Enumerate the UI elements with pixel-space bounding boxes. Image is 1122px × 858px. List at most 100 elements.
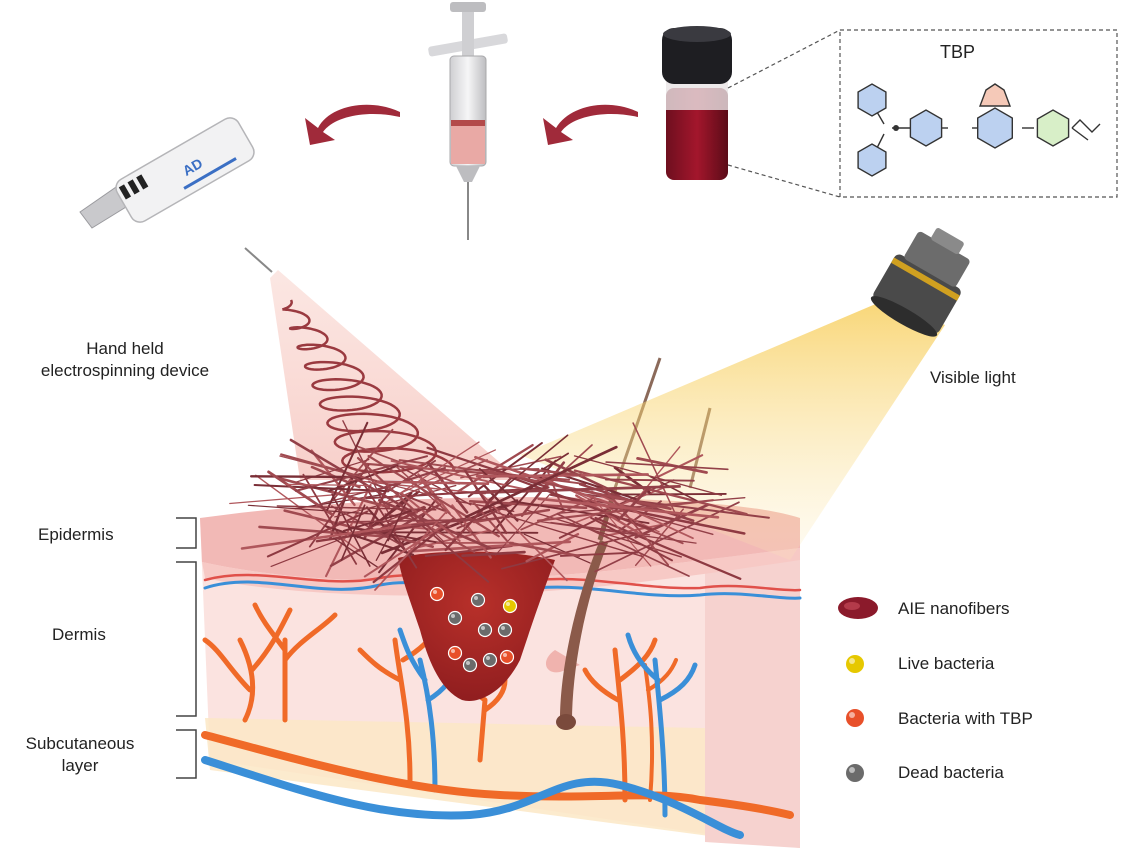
nanofiber-strand — [376, 480, 490, 486]
dermis-label: Dermis — [52, 625, 106, 644]
nanofiber-strand — [492, 459, 557, 533]
fiber-jet-spiral — [282, 299, 456, 474]
nanofiber-strand — [325, 525, 415, 556]
tbp-bacteria-dot — [429, 586, 445, 602]
nanofiber-strand — [528, 452, 570, 479]
nanofiber-strand — [590, 516, 673, 562]
aie-swatch-highlight — [844, 602, 860, 610]
nanofiber-strand — [365, 487, 549, 500]
tbp-structure-box — [727, 29, 1118, 198]
nanofiber-strand — [475, 473, 649, 478]
nanofiber-strand — [523, 533, 591, 564]
nanofiber-strand — [519, 467, 582, 477]
nanofiber-strand — [398, 465, 472, 506]
nanofiber-strand — [372, 517, 455, 584]
nanofiber-strand — [363, 525, 443, 578]
nanofiber-strand — [549, 493, 746, 535]
nanofiber-strand — [340, 504, 366, 561]
dead-bacteria-dot — [482, 652, 498, 668]
tbp-bacteria-swatch — [846, 709, 864, 727]
nanofiber-strand — [525, 532, 580, 563]
nanofiber-strand — [461, 550, 526, 558]
dead-bacteria-dot — [477, 622, 493, 638]
nanofiber-strand — [467, 442, 543, 498]
nanofiber-strand — [400, 492, 461, 542]
phenyl-ring — [857, 143, 887, 177]
dead-bacteria-swatch — [846, 764, 864, 782]
nanofiber-strand — [632, 422, 676, 514]
bacteria-highlight — [433, 590, 437, 594]
arrow-icon — [305, 104, 400, 145]
process-arrows — [305, 104, 638, 145]
dead-bacteria-dot — [462, 657, 478, 673]
bacteria-highlight — [474, 596, 478, 600]
bacteria-highlight — [451, 649, 455, 653]
epidermis-label: Epidermis — [38, 525, 114, 544]
nanofiber-strand — [229, 490, 377, 505]
nanofiber-strand — [495, 493, 551, 556]
vial-icon — [662, 26, 732, 180]
bacteria-highlight — [503, 653, 507, 657]
nanofiber-strand — [332, 537, 378, 568]
swatch-highlight — [849, 658, 855, 664]
swatch-highlight — [849, 712, 855, 718]
nanofiber-strand — [617, 486, 651, 521]
nanofiber-strand — [279, 455, 443, 499]
nanofiber-strand — [451, 504, 492, 559]
legend-dead-label: Dead bacteria — [898, 763, 1004, 782]
benzothiadiazole-ring — [977, 107, 1013, 149]
nanofiber-strand — [327, 464, 399, 492]
subcutaneous-label: Subcutaneous layer — [25, 734, 135, 775]
dead-bacteria-dot — [497, 622, 513, 638]
nanofiber-strand — [289, 438, 413, 513]
nanofiber-strand — [591, 490, 694, 540]
bacteria-highlight — [506, 602, 510, 606]
nanofiber-strand — [414, 512, 445, 543]
thiadiazole-ring — [978, 83, 1012, 107]
syringe-icon — [428, 2, 508, 240]
device-label: Hand held electrospinning device — [40, 339, 210, 380]
bacteria-highlight — [501, 626, 505, 630]
nanofiber-strand — [544, 444, 593, 489]
nanofiber-strand — [276, 476, 391, 509]
nanofiber-strand — [636, 446, 681, 500]
bacteria-highlight — [466, 661, 470, 665]
nanofiber-strand — [379, 506, 426, 531]
aie-nanofiber-mat — [229, 420, 770, 591]
arrow-icon — [543, 104, 638, 145]
nanofiber-strand — [266, 510, 369, 558]
live-bacteria-dot — [502, 598, 518, 614]
legend-live-label: Live bacteria — [898, 654, 995, 673]
nanofiber-strand — [240, 520, 435, 550]
tbp-bacteria-dot — [499, 649, 515, 665]
tbp-bacteria-dot — [447, 645, 463, 661]
nanofiber-strand — [374, 510, 448, 591]
nanofiber-strand — [573, 469, 748, 516]
swatch-highlight — [849, 767, 855, 773]
nanofiber-strand — [575, 494, 645, 537]
nanofiber-strand — [378, 441, 480, 508]
nanofiber-strand — [356, 457, 418, 514]
nanofiber-strand — [556, 513, 690, 577]
nanofiber-strand — [472, 508, 551, 524]
nanofiber-strand — [253, 484, 390, 493]
legend-tbp-label: Bacteria with TBP — [898, 709, 1033, 728]
legend-symbols — [838, 597, 878, 782]
phenyl-ring — [909, 109, 943, 147]
visible-light-label: Visible light — [930, 368, 1016, 387]
dead-bacteria-dot — [447, 610, 463, 626]
live-bacteria-swatch — [846, 655, 864, 673]
dead-bacteria-dot — [470, 592, 486, 608]
nanofiber-strand — [348, 479, 486, 495]
nanofiber-strand — [594, 516, 742, 580]
nanofiber-strand — [594, 501, 740, 573]
bacteria-highlight — [451, 614, 455, 618]
nanofiber-strand — [605, 461, 729, 471]
nanofiber-strand — [276, 505, 437, 511]
nanofiber-strand — [536, 499, 715, 522]
nanofiber-strand — [508, 541, 581, 558]
nanofiber-strand — [390, 460, 528, 491]
ethyl-chain — [1071, 119, 1101, 133]
bacteria-highlight — [486, 656, 490, 660]
